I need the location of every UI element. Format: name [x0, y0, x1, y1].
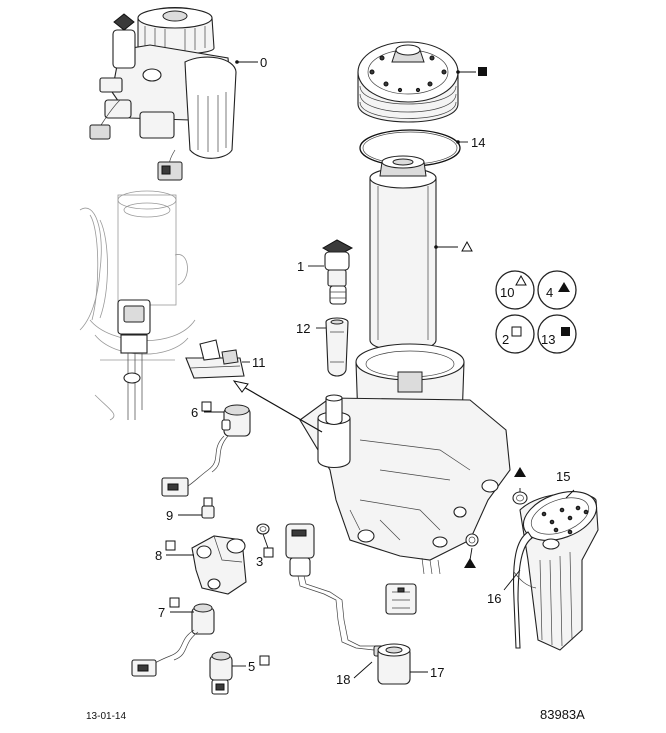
- callout-11: 11: [252, 355, 266, 370]
- part-filter-housing: [299, 343, 511, 575]
- part-assembly-0: [89, 6, 237, 181]
- callout-15: 15: [556, 469, 570, 484]
- part-sensor-7: [131, 603, 215, 677]
- callout-labels: 0 14 1 12 11 6 9 8 3 7 5 17 18 15 16: [155, 55, 570, 687]
- part-harness-17-18: [285, 523, 411, 685]
- part-sensor-6: [161, 404, 251, 497]
- part-filter-element: [369, 155, 437, 352]
- open-triangle-symbol: [461, 240, 473, 252]
- callout-14: 14: [471, 135, 485, 150]
- inset-detail-view: [79, 190, 196, 421]
- part-valve-body-8: [191, 535, 247, 595]
- callout-9: 9: [166, 508, 173, 523]
- open-square-symbol-6: [201, 401, 212, 412]
- callout-7: 7: [158, 605, 165, 620]
- part-filter-cap: [357, 41, 459, 123]
- callout-18: 18: [336, 672, 350, 687]
- open-square-symbol-5: [259, 655, 270, 666]
- callout-6: 6: [191, 405, 198, 420]
- callout-12: 12: [296, 321, 310, 336]
- leader-lines: [166, 60, 575, 679]
- legend-solid-triangle: [558, 282, 570, 292]
- drawing-date: 13-01-14: [86, 711, 126, 722]
- solid-triangle-symbol-upper: [514, 467, 526, 477]
- part-connector: [385, 583, 417, 615]
- legend-label-10: 10: [500, 285, 514, 300]
- open-square-symbol-8: [165, 540, 176, 551]
- legend-label-4: 4: [546, 285, 553, 300]
- part-sensor-5: [209, 651, 233, 695]
- legend-open-square: [511, 326, 522, 337]
- callout-8: 8: [155, 548, 162, 563]
- part-valve-1: [321, 239, 354, 305]
- part-plug-9: [201, 497, 215, 519]
- solid-triangle-symbol-lower: [464, 558, 476, 568]
- callout-0: 0: [260, 55, 267, 70]
- legend-label-2: 2: [502, 332, 509, 347]
- footer: 13-01-14 83983A: [86, 707, 585, 722]
- legend: 10 4 2 13: [495, 270, 577, 354]
- legend-label-13: 13: [541, 332, 555, 347]
- part-cooler-15-16: [513, 491, 599, 651]
- part-clip-11: [185, 339, 245, 379]
- callout-3: 3: [256, 554, 263, 569]
- open-square-symbol-3: [263, 547, 274, 558]
- part-tube-12: [325, 317, 349, 377]
- drawing-reference: 83983A: [540, 707, 585, 722]
- callout-5: 5: [248, 659, 255, 674]
- open-square-symbol-7: [169, 597, 180, 608]
- pointer-arrow: [232, 380, 323, 433]
- callout-17: 17: [430, 665, 444, 680]
- legend-open-triangle: [515, 274, 527, 286]
- part-seal-3: [256, 523, 270, 535]
- legend-solid-square: [561, 327, 570, 336]
- symbols: [165, 67, 526, 666]
- callout-16: 16: [487, 591, 501, 606]
- callout-1: 1: [297, 259, 304, 274]
- solid-square-symbol: [478, 67, 487, 76]
